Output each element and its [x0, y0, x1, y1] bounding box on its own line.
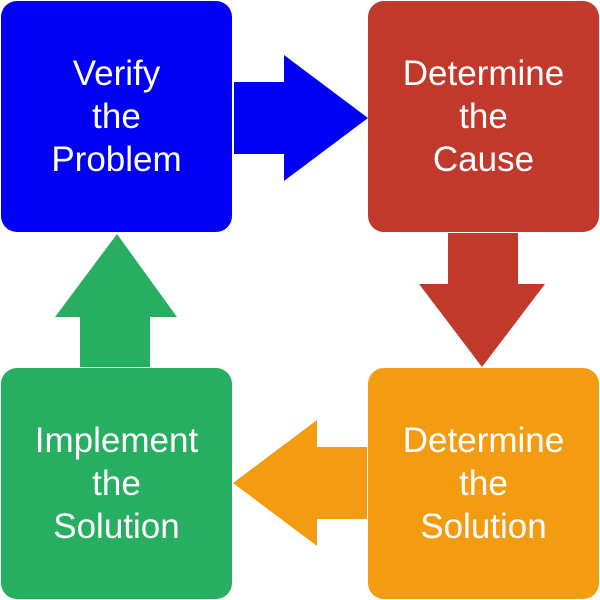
step-label-line: the — [92, 464, 141, 503]
arrow-cause-to-solution — [419, 233, 545, 367]
step-label-line: the — [92, 97, 141, 136]
step-implement-the-solution: Implement the Solution — [1, 368, 232, 599]
arrow-solution-to-implement — [233, 420, 367, 546]
step-label-line: the — [459, 464, 508, 503]
step-label-line: the — [459, 97, 508, 136]
arrow-verify-to-cause — [234, 55, 368, 181]
step-label-line: Solution — [420, 507, 547, 546]
step-label-line: Cause — [432, 140, 535, 179]
step-label-line: Solution — [53, 507, 180, 546]
step-label-line: Problem — [51, 140, 182, 179]
step-determine-the-cause: Determine the Cause — [368, 1, 599, 232]
step-label-line: Verify — [72, 54, 161, 93]
arrow-implement-to-verify — [55, 234, 177, 367]
step-label-line: Determine — [402, 421, 565, 460]
step-label-line: Determine — [402, 54, 565, 93]
step-determine-the-solution: Determine the Solution — [368, 368, 599, 599]
step-verify-the-problem: Verify the Problem — [1, 1, 232, 232]
step-label-line: Implement — [34, 421, 199, 460]
